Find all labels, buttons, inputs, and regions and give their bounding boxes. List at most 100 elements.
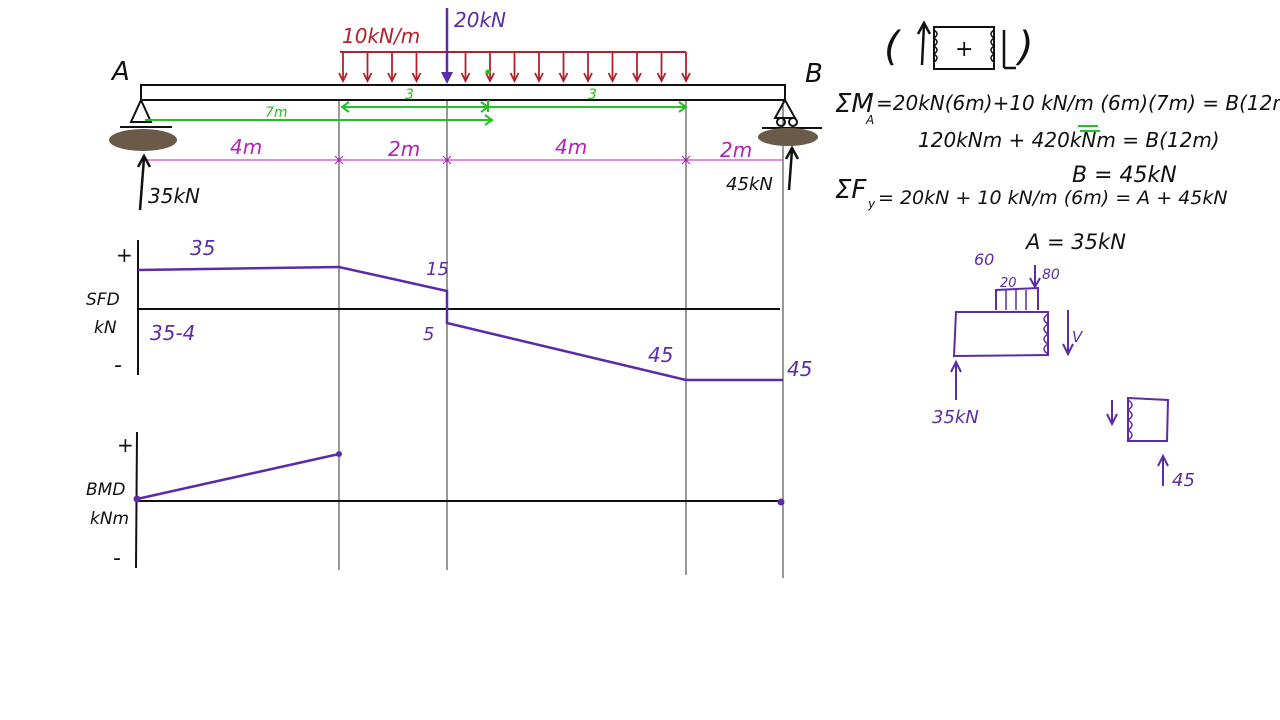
fbd-label-v: V [1072, 328, 1084, 346]
reaction-a-arrow [138, 157, 146, 211]
fbd-right-hatch [1126, 399, 1133, 441]
udl-arrow-head-7 [509, 72, 520, 84]
dim-tick-6m [442, 155, 452, 165]
roller-wheel-right [788, 117, 798, 127]
reaction-b-arrow [787, 149, 794, 191]
udl-arrow-head-9 [558, 72, 569, 84]
sign-convention-paren-left: ( [884, 24, 902, 70]
sign-up-arrow [920, 24, 926, 66]
lever-arm-7m-head [484, 114, 494, 126]
sfd-label-15: 15 [426, 259, 449, 280]
fbd-label-60: 60 [974, 250, 994, 269]
fbd-load-box [995, 286, 1039, 310]
fbd-point-load-head [1029, 277, 1041, 290]
bmd-point-a [133, 495, 141, 503]
sfd-plus-sign: + [116, 243, 133, 267]
sign-box-plus: + [955, 37, 973, 62]
section-guide-lines [338, 100, 784, 578]
reaction-a-label: 35kN [148, 184, 200, 208]
ground-block-b [758, 128, 818, 146]
udl-arrow-head-14 [681, 72, 691, 84]
dim-label-4m: 4m [230, 135, 262, 159]
pin-triangle [129, 97, 153, 123]
bmd-title: BMD [86, 480, 125, 500]
distributed-load: 10kN/m [338, 24, 691, 84]
calc-line-2: 120kNm + 420kNm = B(12m) [918, 128, 1220, 152]
dim-label-2m: 2m [388, 137, 420, 161]
udl-arrow-head-3 [411, 72, 422, 84]
moment-eq-sigma: ΣM [835, 89, 874, 119]
point-load: 20kN [441, 8, 506, 84]
beam-label-b: B [805, 59, 823, 89]
free-body-sketch-left [950, 265, 1074, 400]
green-dot [485, 69, 491, 75]
fbd-right-shear-head [1106, 413, 1118, 427]
dimension-line [145, 155, 783, 165]
reaction-a: 35kN [136, 153, 200, 211]
sign-up-head [916, 20, 932, 35]
sfd-unit: kN [94, 318, 117, 338]
bending-moment-diagram: + - BMD kNm [86, 431, 785, 571]
udl-arrow-group [338, 52, 691, 84]
sign-box-hatch-left [932, 29, 938, 63]
udl-arrow-head-2 [387, 72, 397, 84]
udl-arrow-head-13 [656, 72, 667, 84]
lever-arm-3-right-label: 3 [588, 87, 597, 103]
bmd-curve-segment [136, 452, 340, 501]
point-load-label: 20kN [454, 8, 506, 32]
fbd-label-45: 45 [1172, 470, 1195, 491]
dim-tick-4m [334, 155, 344, 165]
force-eq-sigma: ΣF [835, 175, 867, 205]
sfd-label-35: 35 [190, 236, 215, 260]
bmd-unit: kNm [90, 509, 129, 529]
sfd-label-45-udl: 45 [648, 343, 673, 367]
reaction-a-head [136, 153, 152, 168]
fbd-right-body [1127, 396, 1170, 442]
point-load-head [441, 72, 453, 84]
reaction-b-label: 45kN [726, 174, 773, 195]
ground-block-a [109, 129, 177, 151]
fbd-left-hatch [1043, 313, 1050, 355]
fbd-right-reaction-head [1157, 453, 1169, 467]
beam-label-a: A [110, 57, 130, 87]
roller-triangle [773, 97, 797, 119]
dim-label-2m-b: 2m [720, 138, 752, 162]
udl-label: 10kN/m [342, 24, 420, 48]
sign-box [933, 26, 995, 70]
udl-arrow-head-5 [460, 72, 471, 84]
bmd-minus-sign: - [113, 546, 121, 571]
fbd-shear-head [1062, 343, 1074, 357]
fbd-left-body [952, 311, 1049, 358]
calc-line-3: B = 45kN [1072, 163, 1177, 188]
sign-box-hatch-right [990, 29, 996, 63]
fbd-label-35kn: 35kN [932, 407, 979, 428]
lever-arm-right-head [678, 101, 688, 113]
lever-arm-3-left-label: 3 [405, 87, 414, 103]
lever-arms [145, 100, 688, 126]
pin-support-a [109, 97, 177, 151]
force-equation: ΣF y = 20kN + 10 kN/m (6m) = A + 45kN [835, 175, 1228, 211]
sfd-label-45-end: 45 [787, 357, 812, 381]
beam: A B [110, 57, 823, 101]
beam-body [140, 84, 786, 101]
dim-tick-10m [681, 155, 691, 165]
bmd-point-4m [336, 451, 342, 457]
lever-arm-left-head [340, 101, 350, 113]
udl-arrow-head-6 [485, 72, 495, 84]
roller-wheel-left [776, 117, 786, 127]
sign-convention-paren-right: ) [1015, 24, 1034, 70]
shear-force-diagram: + - SFD kN 35 35-4 15 5 45 45 [86, 236, 812, 382]
reaction-b: 45kN [726, 145, 800, 195]
sfd-title: SFD [86, 290, 120, 310]
moment-eq-rhs: =20kN(6m)+10 kN/m (6m)(7m) = B(12m) [876, 91, 1280, 115]
udl-arrow-head-12 [632, 72, 642, 84]
udl-arrow-head-0 [338, 72, 348, 84]
sfd-curve [137, 265, 783, 382]
dim-label-4m-b: 4m [555, 135, 587, 159]
lever-arm-7m-label: 7m [265, 105, 288, 121]
moment-equation: ΣM A =20kN(6m)+10 kN/m (6m)(7m) = B(12m) [835, 89, 1280, 132]
fbd-label-20: 20 [1000, 276, 1017, 291]
udl-arrow-head-1 [362, 72, 373, 84]
lever-arm-centre-head [480, 101, 490, 113]
